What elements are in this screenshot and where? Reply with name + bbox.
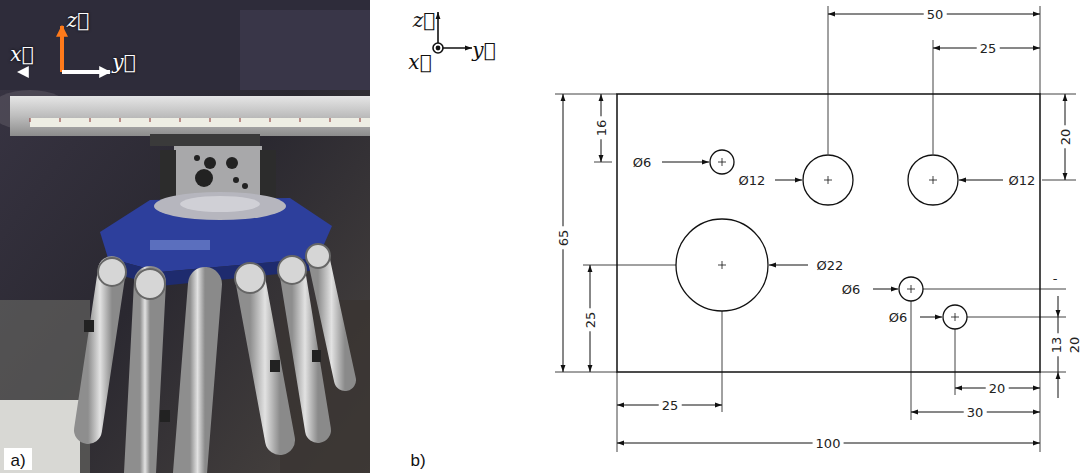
dimension-label: 100 (813, 436, 844, 451)
axis-label: x⃗ (10, 44, 33, 64)
axis-label: x⃗ (408, 52, 431, 72)
diameter-label: Ø12 (739, 174, 766, 187)
diameter-label: Ø6 (889, 311, 908, 324)
diameter-label: Ø6 (842, 283, 861, 296)
panel-label: a) (10, 452, 25, 469)
dimension-label: 13 (1049, 334, 1064, 357)
axis-label: z⃗ (413, 10, 436, 30)
dimension-label: 20 (1058, 126, 1073, 149)
axis-label: y⃗ (112, 52, 135, 72)
axis-label: z⃗ (67, 10, 90, 30)
plate-drawing (555, 6, 1076, 452)
panel-label: b) (410, 452, 425, 469)
axis-label: y⃗ (472, 40, 495, 60)
dimension-label: - (1053, 272, 1058, 285)
dimension-label: 25 (977, 41, 1000, 56)
dimension-label: 25 (659, 398, 682, 413)
dimension-label: 50 (924, 7, 947, 22)
hexapod-photo (0, 0, 370, 473)
dimension-label: 20 (986, 381, 1009, 396)
dimension-label: 16 (594, 117, 609, 140)
dimension-label: 25 (583, 309, 598, 332)
dimension-label: 20 (1068, 337, 1081, 354)
dimension-label: 30 (964, 405, 987, 420)
diameter-label: Ø6 (633, 156, 652, 169)
axis-triad (433, 12, 472, 53)
dimension-label: 65 (556, 227, 571, 250)
diameter-label: Ø22 (817, 259, 844, 272)
diameter-label: Ø12 (1009, 174, 1036, 187)
